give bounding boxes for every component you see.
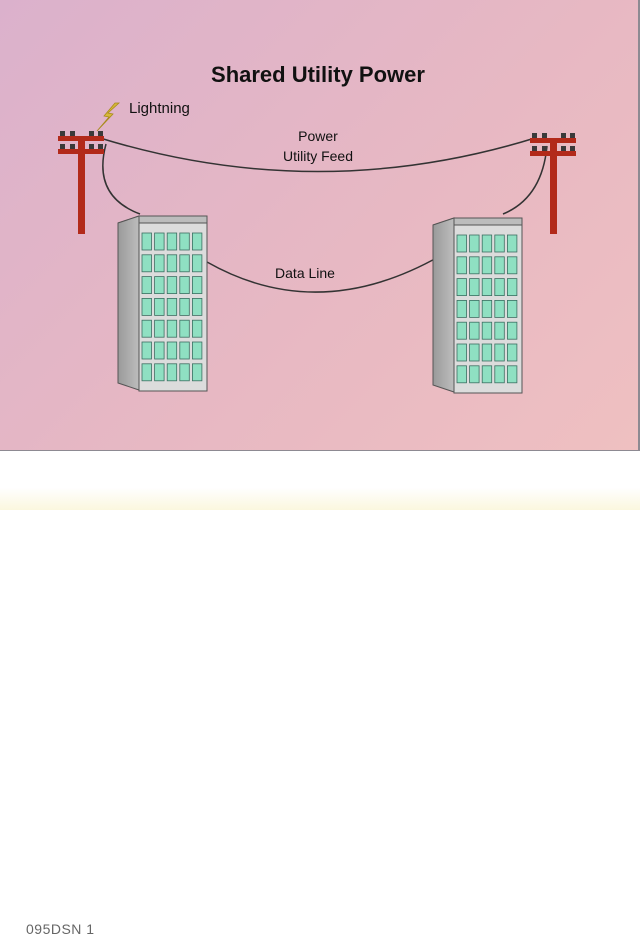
building-window — [154, 297, 165, 316]
footer-strip: 095DSN 1 — [0, 451, 640, 937]
building-window — [456, 365, 467, 384]
building-window — [494, 321, 505, 340]
building-window — [469, 278, 480, 297]
building-window — [141, 341, 152, 360]
diagram-canvas: Shared Utility Power — [58, 62, 576, 394]
building-window — [166, 254, 178, 273]
left-building-windows — [141, 232, 203, 382]
building-window — [166, 232, 178, 251]
data-line-wire — [206, 255, 441, 293]
building-window — [154, 232, 165, 251]
building-window — [481, 256, 493, 275]
building-window — [141, 276, 152, 295]
building-window — [166, 341, 178, 360]
building-window — [191, 297, 203, 316]
building-window — [141, 297, 152, 316]
building-window — [166, 297, 178, 316]
building-window — [154, 341, 165, 360]
building-window — [494, 278, 505, 297]
building-window — [191, 363, 203, 382]
building-window — [506, 234, 518, 253]
building-window — [191, 276, 203, 295]
building-window — [166, 319, 178, 338]
building-window — [154, 363, 165, 382]
building-window — [481, 299, 493, 318]
right-building-icon — [432, 217, 523, 394]
building-window — [494, 256, 505, 275]
building-window — [469, 299, 480, 318]
building-window — [481, 321, 493, 340]
building-window — [179, 319, 190, 338]
diagram-panel: Shared Utility Power — [0, 0, 640, 451]
left-building-icon — [117, 215, 208, 392]
building-window — [191, 319, 203, 338]
building-window — [456, 234, 467, 253]
building-window — [469, 343, 480, 362]
building-window — [154, 319, 165, 338]
power-utility-feed-wire — [99, 137, 536, 173]
building-window — [469, 365, 480, 384]
building-window — [141, 363, 152, 382]
building-window — [191, 254, 203, 273]
building-window — [154, 276, 165, 295]
building-window — [191, 232, 203, 251]
building-window — [141, 319, 152, 338]
building-window — [179, 297, 190, 316]
building-window — [469, 256, 480, 275]
building-window — [481, 365, 493, 384]
right-utility-pole-icon — [530, 133, 576, 234]
right-building-windows — [456, 234, 518, 384]
figure-caption-code: 095DSN 1 — [26, 921, 95, 937]
building-window — [481, 278, 493, 297]
power-feed-label-line1: Power — [298, 128, 338, 144]
building-window — [154, 254, 165, 273]
right-service-drop-wire — [502, 145, 548, 215]
left-service-drop-wire — [102, 143, 141, 215]
building-window — [494, 343, 505, 362]
building-window — [166, 276, 178, 295]
building-window — [179, 276, 190, 295]
building-window — [141, 254, 152, 273]
power-feed-label-line2: Utility Feed — [283, 148, 353, 164]
building-window — [494, 234, 505, 253]
building-window — [141, 232, 152, 251]
building-window — [469, 234, 480, 253]
building-window — [481, 234, 493, 253]
building-window — [456, 299, 467, 318]
building-window — [506, 256, 518, 275]
building-window — [494, 299, 505, 318]
diagram-title: Shared Utility Power — [211, 62, 425, 87]
building-window — [456, 278, 467, 297]
building-window — [456, 256, 467, 275]
building-window — [179, 254, 190, 273]
building-window — [506, 343, 518, 362]
building-window — [506, 321, 518, 340]
building-window — [469, 321, 480, 340]
building-window — [179, 363, 190, 382]
building-window — [166, 363, 178, 382]
building-window — [456, 343, 467, 362]
building-window — [179, 232, 190, 251]
building-window — [506, 278, 518, 297]
building-window — [506, 299, 518, 318]
building-window — [494, 365, 505, 384]
left-utility-pole-icon — [58, 131, 104, 234]
lightning-label: Lightning — [129, 100, 190, 117]
building-window — [456, 321, 467, 340]
building-window — [179, 341, 190, 360]
building-window — [481, 343, 493, 362]
building-window — [191, 341, 203, 360]
data-line-label: Data Line — [275, 265, 335, 281]
lightning-bolt-icon — [96, 102, 121, 132]
building-window — [506, 365, 518, 384]
